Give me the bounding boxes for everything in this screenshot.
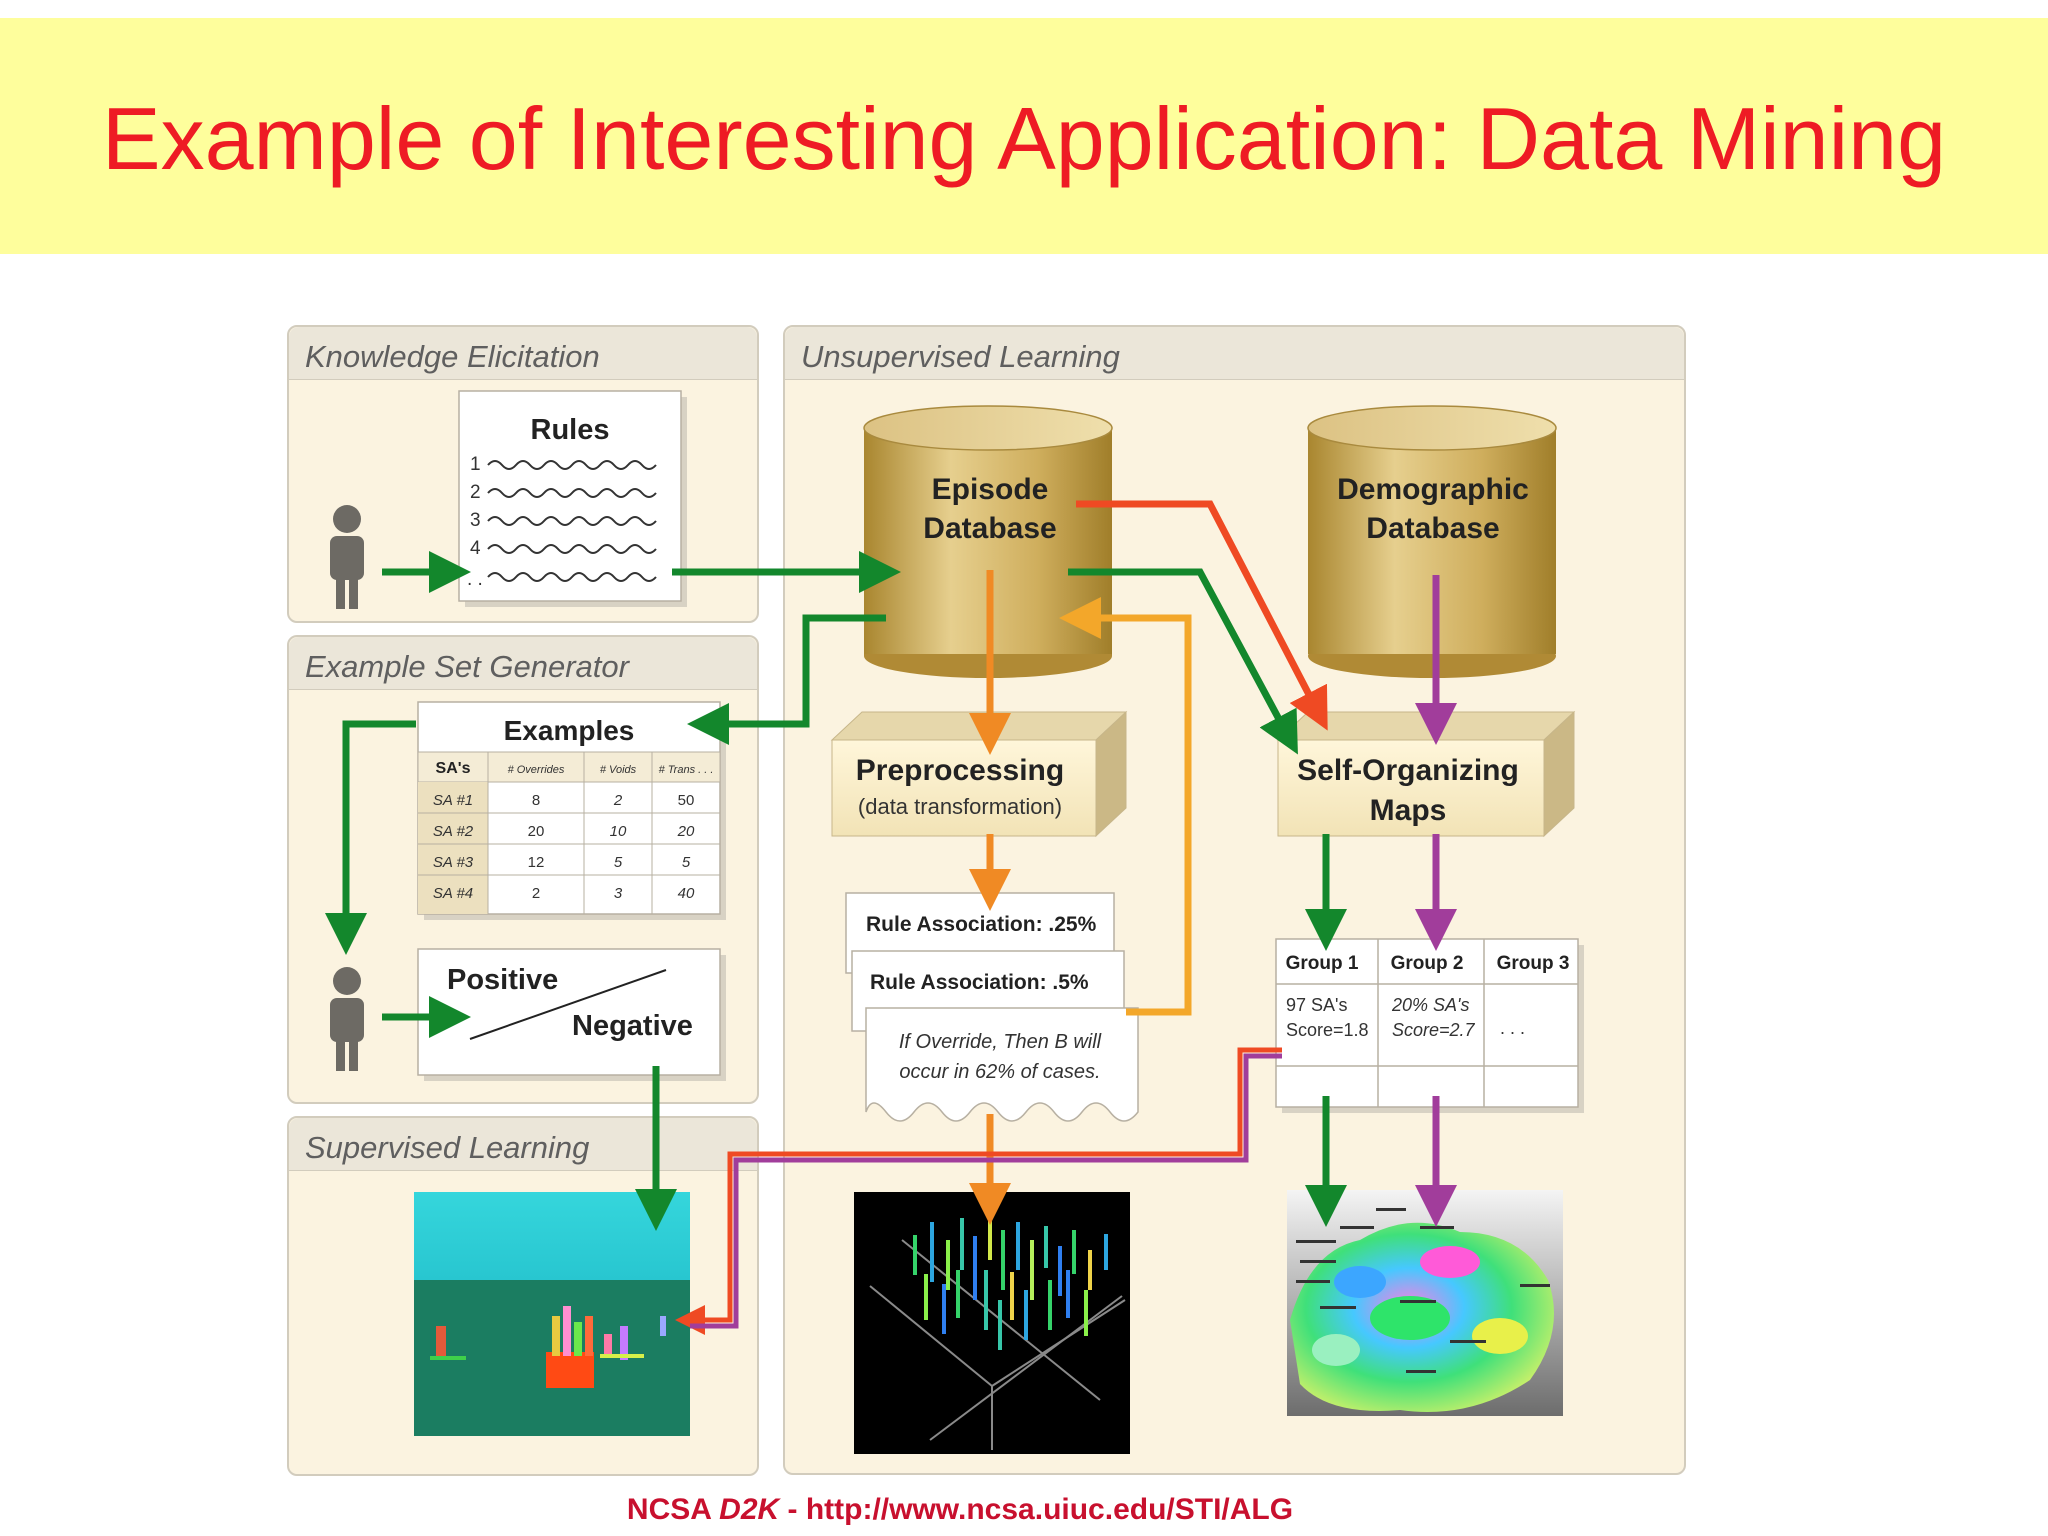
som-box: Self-Organizing Maps (1276, 710, 1576, 838)
examples-cell: SA #3 (433, 854, 474, 871)
rule-squiggle (487, 460, 657, 470)
demographic-db-label: Database (1366, 512, 1499, 545)
divider-line (469, 969, 667, 1040)
rule-squiggle (487, 488, 657, 498)
examples-cell: 40 (678, 885, 695, 902)
examples-cell: SA #2 (433, 823, 474, 840)
rule-number: 4 (470, 538, 481, 559)
examples-col-header: # Trans . . . (659, 764, 714, 776)
rule-number: 1 (470, 454, 481, 475)
footer-credit: NCSA D2K - http://www.ncsa.uiuc.edu/STI/… (0, 1493, 1920, 1527)
examples-col-header: # Voids (600, 764, 637, 776)
preprocessing-title: Preprocessing (856, 754, 1064, 787)
examples-cell: 5 (614, 854, 623, 871)
arrow (675, 1047, 1282, 1335)
examples-cell: SA #1 (433, 792, 473, 809)
rule-number: 2 (470, 482, 481, 503)
decision-tree-visualization (414, 1192, 690, 1436)
association-3d-visualization (854, 1192, 1130, 1454)
panel-label-unsupervised: Unsupervised Learning (801, 339, 1120, 374)
rule-association-text: Rule Association: .5% (870, 971, 1089, 994)
slide-title: Example of Interesting Application: Data… (101, 89, 1947, 188)
footer-product: D2K (719, 1493, 780, 1526)
examples-cell: 2 (613, 792, 623, 809)
rule-association-text: occur in 62% of cases. (899, 1061, 1100, 1083)
arrow (1076, 500, 1328, 731)
rules-title: Rules (531, 414, 610, 446)
rule-squiggle (487, 516, 657, 526)
footer-prefix: NCSA (626, 1493, 720, 1526)
examples-card: Examples SA's # Overrides # Voids # Tran… (417, 701, 726, 920)
examples-cell: SA #4 (433, 885, 473, 902)
rules-card: Rules 1 2 3 4 . . (458, 390, 687, 607)
examples-cell: 12 (528, 854, 545, 871)
classification-card: Positive Negative (417, 948, 726, 1081)
group-cell: . . . (1500, 1018, 1525, 1038)
examples-cell: 20 (677, 823, 695, 840)
group-header: Group 2 (1391, 953, 1464, 974)
rule-squiggle (487, 544, 657, 554)
panel-label-example-set: Example Set Generator (305, 649, 629, 684)
arrow (325, 720, 416, 955)
examples-cell: 3 (614, 885, 623, 902)
som-surface-visualization (1287, 1190, 1563, 1416)
demographic-database-cylinder: Demographic Database (1307, 405, 1557, 678)
person-icon-labeler (330, 967, 364, 1071)
arrow (1059, 597, 1192, 1016)
rule-association-cards: Rule Association: .25% Rule Association:… (845, 892, 1139, 1122)
group-cell: Score=1.8 (1286, 1020, 1369, 1040)
rule-number: 3 (470, 510, 481, 531)
examples-cell: 10 (610, 823, 627, 840)
rule-association-text: Rule Association: .25% (866, 913, 1097, 936)
rule-squiggle (487, 572, 657, 582)
arrow (690, 1053, 1282, 1329)
groups-table: Group 1 Group 2 Group 3 97 SA's Score=1.… (1275, 938, 1584, 1113)
group-header: Group 3 (1497, 953, 1570, 974)
group-cell: Score=2.7 (1392, 1020, 1476, 1040)
footer-url: - http://www.ncsa.uiuc.edu/STI/ALG (779, 1493, 1294, 1526)
arrow (687, 614, 886, 745)
panel-label-knowledge: Knowledge Elicitation (305, 339, 600, 374)
person-icon-expert (330, 505, 364, 609)
group-cell: 20% SA's (1391, 995, 1469, 1015)
examples-cell: 2 (532, 885, 540, 902)
rule-number: . . (467, 569, 483, 590)
examples-title: Examples (504, 715, 635, 746)
examples-col-header: SA's (436, 760, 471, 777)
examples-cell: 20 (528, 823, 545, 840)
episode-db-label: Database (923, 512, 1056, 545)
som-title: Maps (1370, 794, 1447, 827)
demographic-db-label: Demographic (1337, 473, 1529, 506)
rule-association-text: If Override, Then B will (899, 1031, 1102, 1053)
group-header: Group 1 (1286, 953, 1359, 974)
negative-label: Negative (572, 1010, 693, 1042)
episode-db-label: Episode (932, 473, 1049, 506)
title-band (0, 18, 2048, 254)
preprocessing-box: Preprocessing (data transformation) (830, 710, 1128, 838)
som-title: Self-Organizing (1297, 754, 1519, 787)
examples-cell: 50 (678, 792, 695, 809)
examples-cell: 5 (682, 854, 691, 871)
preprocessing-subtitle: (data transformation) (858, 794, 1062, 819)
panel-label-supervised: Supervised Learning (305, 1130, 590, 1165)
positive-label: Positive (447, 964, 558, 996)
arrow (1068, 568, 1298, 755)
group-cell: 97 SA's (1286, 995, 1347, 1015)
examples-cell: 8 (532, 792, 540, 809)
examples-col-header: # Overrides (508, 764, 565, 776)
